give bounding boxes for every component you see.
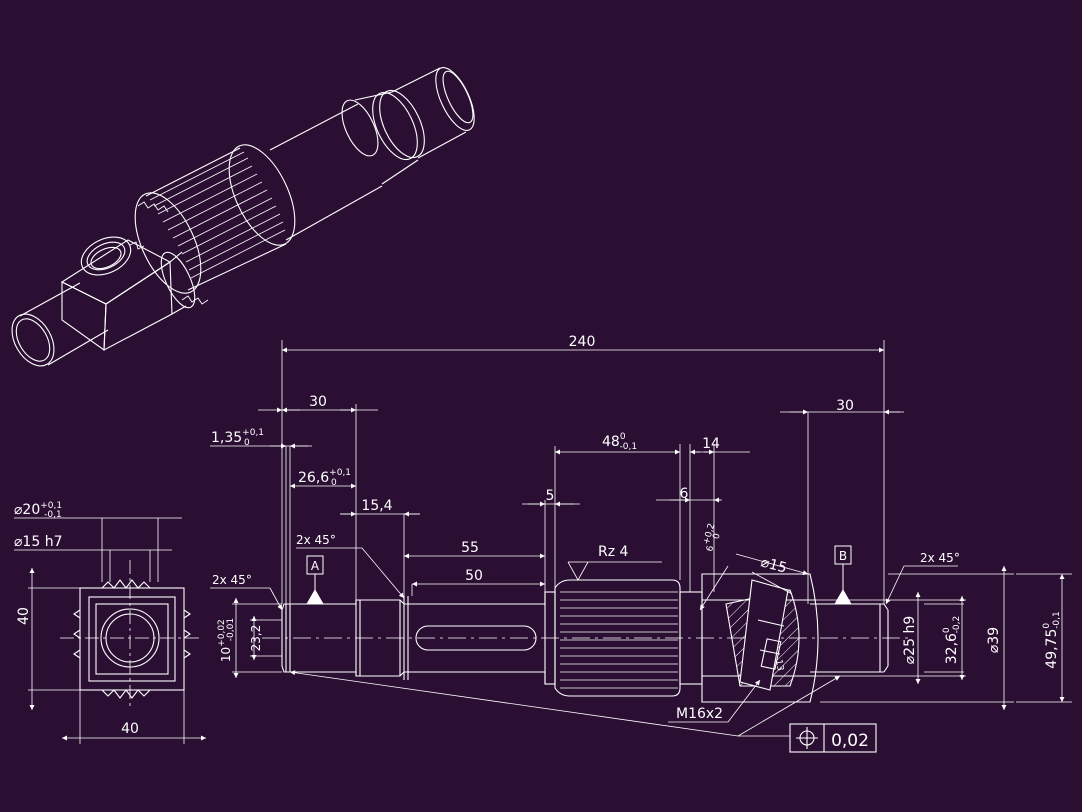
dim-thread: M16x2 [676, 706, 723, 722]
dim-49: 49,750-0,1 [1042, 611, 1062, 668]
dim-step-6: 6 [680, 486, 689, 502]
dim-25: ⌀25 h9 [902, 616, 918, 664]
dim-keyway-inner: 50 [465, 568, 483, 584]
dimension-lines [210, 340, 1072, 737]
side-height-label: 40 [16, 607, 32, 625]
dim-left-length: 30 [309, 394, 327, 410]
dim-step-14: 14 [702, 436, 720, 452]
dim-keyway-length: 55 [461, 540, 479, 556]
dim-right-length: 30 [836, 398, 854, 414]
dim-gear-gap: 5 [546, 488, 555, 504]
dim-32: 32,60-0,2 [942, 616, 962, 664]
dim-small-13: 13 [773, 659, 785, 672]
side-dia-15-label: ⌀15 h7 [14, 534, 62, 550]
drilled-hole [739, 579, 789, 691]
dim-39: ⌀39 [986, 627, 1002, 653]
dim-left-width: 10+0,02-0,01 [217, 618, 236, 662]
isometric-view [11, 67, 475, 367]
tolerance-value: 0,02 [831, 731, 869, 751]
side-dia-20-label: ⌀20+0,1-0,1 [14, 501, 62, 520]
datum-a: A [311, 559, 320, 573]
tolerance-frame [789, 723, 877, 753]
dim-chamfer-left: 2x 45° [296, 533, 336, 547]
dim-left-height: 23,2 [249, 625, 263, 652]
side-view [14, 517, 206, 744]
dim-chamfer-right: 2x 45° [920, 551, 960, 565]
dim-hole-diameter: ⌀15 [759, 554, 788, 576]
datum-b: B [839, 549, 847, 563]
dim-overall-length: 240 [569, 334, 596, 350]
side-width-label: 40 [121, 721, 139, 737]
main-view [262, 573, 912, 703]
dim-chamfer-left-end: 2x 45° [212, 573, 252, 587]
surface-finish: Rz 4 [598, 544, 629, 560]
dim-shoulder: 15,4 [361, 498, 392, 514]
dim-gear-length: 480-0,1 [602, 432, 637, 452]
datum-markers [306, 545, 852, 605]
